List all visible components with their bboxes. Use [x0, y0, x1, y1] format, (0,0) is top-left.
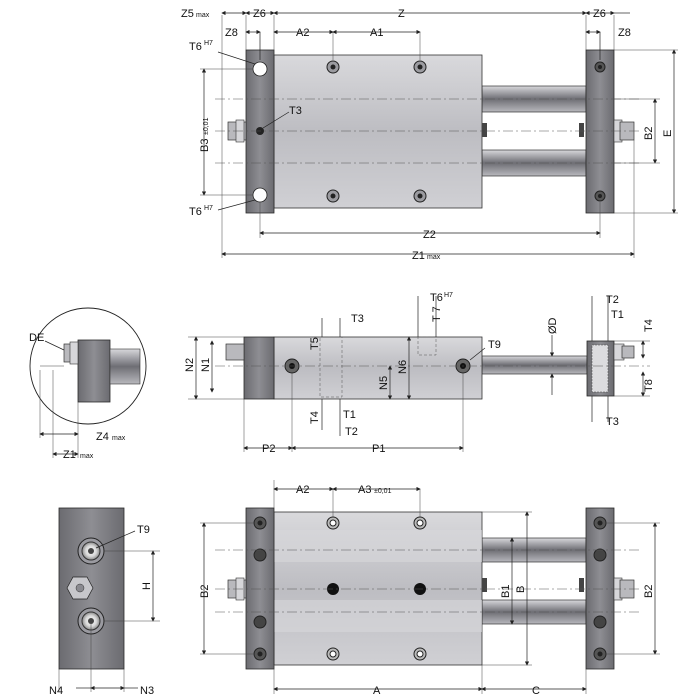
slide-body [273, 54, 483, 209]
label-t2-mid: T2 [345, 426, 358, 438]
label-a3-tol: ±0,01 [374, 488, 392, 495]
label-z5: Z5 [181, 8, 194, 20]
end-view: T9 H N4 N3 [49, 507, 160, 697]
label-t4-right: T4 [643, 319, 655, 332]
label-t6-mid-h7: H7 [444, 292, 453, 299]
label-z4: Z4 [96, 431, 109, 443]
end-plate-right [585, 49, 615, 214]
label-t5: T5 [309, 337, 321, 350]
label-z8-left: Z8 [225, 27, 238, 39]
label-n3: N3 [140, 685, 154, 697]
label-t9-left: T9 [137, 524, 150, 536]
label-z6-left: Z6 [253, 8, 266, 20]
body-screw [413, 189, 427, 203]
bore-t6-lower [252, 187, 268, 203]
label-a2-top: A2 [296, 27, 309, 39]
label-t6-top-h7: H7 [204, 40, 213, 47]
label-a1: A1 [370, 27, 383, 39]
label-b3-tol: ±0,01 [203, 117, 210, 135]
label-t7: T 7 [431, 306, 443, 322]
label-z1-detail: Z1 [63, 449, 76, 461]
label-z: Z [398, 8, 405, 20]
label-t2-right: T2 [606, 294, 619, 306]
label-b2-bottom-right: B2 [643, 585, 655, 598]
label-c: C [532, 685, 540, 697]
label-t3-right: T3 [606, 416, 619, 428]
label-b: B [515, 586, 527, 593]
label-n1: N1 [200, 358, 212, 372]
label-b1: B1 [500, 585, 512, 598]
label-z2: Z2 [423, 229, 436, 241]
label-de: DE [29, 332, 44, 344]
side-view: T6 H7 T 7 T3 T5 N2 N1 N5 N6 T9 ØD T2 T1 … [184, 292, 655, 455]
label-t9-mid: T9 [488, 339, 501, 351]
label-p2: P2 [262, 443, 275, 455]
label-t1-right: T1 [611, 309, 624, 321]
label-t6-mid: T6 [430, 292, 443, 304]
label-h: H [141, 582, 153, 590]
label-t4-mid: T4 [309, 411, 321, 424]
label-t8: T8 [643, 379, 655, 392]
label-n2: N2 [184, 358, 196, 372]
label-z5-max: max [196, 12, 210, 19]
label-n6: N6 [397, 360, 409, 374]
label-a2-bottom: A2 [296, 484, 309, 496]
label-b2-top: B2 [643, 127, 655, 140]
label-t6-bottom: T6 [189, 206, 202, 218]
label-t3-mid: T3 [351, 313, 364, 325]
label-t6-bottom-h7: H7 [204, 205, 213, 212]
label-z1: Z1 [412, 250, 425, 262]
detail-view: DE Z4 max Z1 max [29, 307, 147, 461]
side-body [273, 336, 483, 400]
label-z1-detail-max: max [80, 453, 94, 460]
label-e: E [662, 130, 674, 137]
body-screw [326, 60, 340, 74]
label-a3: A3 [358, 484, 371, 496]
label-z4-max: max [112, 435, 126, 442]
label-n4: N4 [49, 685, 63, 697]
top-view: Z5 max Z6 Z Z6 Z8 A2 A1 Z8 T6 H7 T3 B3 ±… [181, 8, 678, 262]
label-t1-mid: T1 [343, 409, 356, 421]
label-z6-right: Z6 [593, 8, 606, 20]
label-b2-bottom-left: B2 [199, 585, 211, 598]
front-view: A2 A3 ±0,01 B2 B1 B B2 A C [199, 480, 660, 697]
label-b3: B3 [199, 139, 211, 152]
body-screw [413, 60, 427, 74]
bore-t6-upper [252, 61, 268, 77]
label-p1: P1 [372, 443, 385, 455]
label-t6-top: T6 [189, 41, 202, 53]
label-a: A [373, 685, 381, 697]
label-z1-max: max [427, 254, 441, 261]
label-z8-right: Z8 [618, 27, 631, 39]
label-od: ØD [547, 317, 559, 334]
label-n5: N5 [378, 376, 390, 390]
label-t3-top: T3 [289, 105, 302, 117]
body-screw [326, 189, 340, 203]
